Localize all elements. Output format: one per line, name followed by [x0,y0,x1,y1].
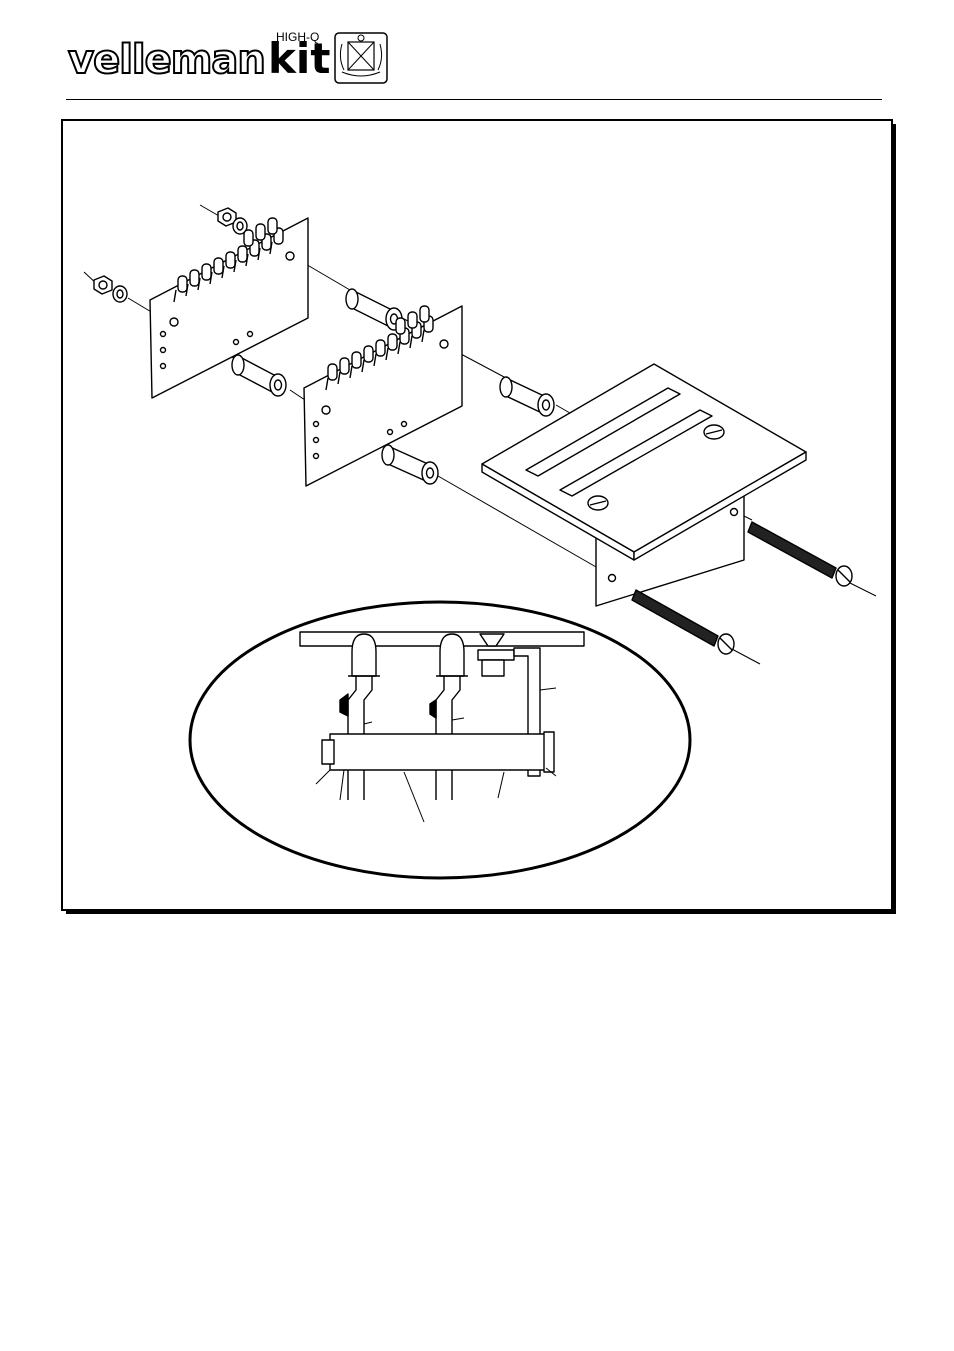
spacer-tube-icon [382,445,438,484]
machine-screw-icon [632,590,734,654]
lock-washer-icon [113,286,127,302]
spacer-tube-icon [232,355,286,396]
led-bar-pcb-icon [150,218,308,398]
hex-nut-icon [94,276,112,294]
detail-ellipse-icon [190,602,690,878]
machine-screw-icon [748,522,852,586]
spacer-tube-icon [346,289,402,330]
spacer-tube-icon [500,377,554,416]
